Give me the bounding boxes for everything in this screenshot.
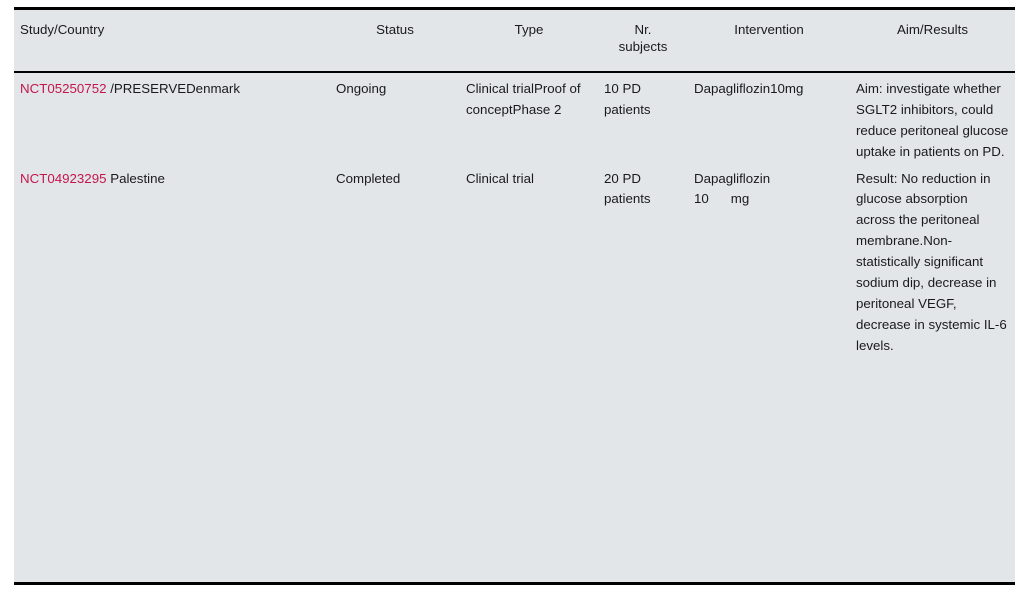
intervention-drug: Dapagliflozin xyxy=(694,170,771,186)
cell-nr-subjects: 20 PD patients xyxy=(604,170,651,207)
cell-type: Clinical trialProof of conceptPhase 2 xyxy=(466,81,581,117)
cell-study-country: NCT05250752 /PRESERVEDenmark xyxy=(14,72,330,163)
cell-study-country: NCT04923295 Palestine xyxy=(14,163,330,357)
cell-nr-subjects: 10 PD patients xyxy=(604,81,651,117)
column-header-nr-subjects-line2: subjects xyxy=(618,39,668,55)
column-header-study-country: Study/Country xyxy=(20,22,105,37)
table-row: NCT04923295 Palestine Completed Clinical… xyxy=(14,163,1015,357)
cell-aim-results: Result: No reduction in glucose absorpti… xyxy=(856,170,1007,353)
intervention-dose-unit: mg xyxy=(730,191,750,207)
cell-status: Ongoing xyxy=(336,81,387,97)
table-body: NCT05250752 /PRESERVEDenmark Ongoing Cli… xyxy=(14,72,1015,356)
study-country-text: /PRESERVEDenmark xyxy=(106,81,241,97)
cell-status: Completed xyxy=(336,170,401,186)
table-row: NCT05250752 /PRESERVEDenmark Ongoing Cli… xyxy=(14,72,1015,163)
nct-study-link[interactable]: NCT05250752 xyxy=(20,81,107,97)
column-header-nr-subjects: Nr. subjects xyxy=(598,10,688,72)
cell-intervention: Dapagliflozin 10 mg xyxy=(688,163,850,357)
cell-intervention: Dapagliflozin10mg xyxy=(694,81,804,97)
column-header-status: Status xyxy=(376,22,414,37)
table-header: Study/Country Status Type Nr. subjects I… xyxy=(14,10,1015,73)
nct-study-link[interactable]: NCT04923295 xyxy=(20,170,107,186)
intervention-dose-value: 10 xyxy=(694,191,709,207)
cell-aim-results: Aim: investigate whether SGLT2 inhibitor… xyxy=(856,81,1009,159)
column-header-type: Type xyxy=(514,22,544,37)
study-country-text: Palestine xyxy=(106,170,165,186)
clinical-studies-table: Study/Country Status Type Nr. subjects I… xyxy=(14,10,1015,356)
cell-type: Clinical trial xyxy=(466,170,534,186)
column-header-aim-results: Aim/Results xyxy=(897,22,968,37)
table-header-row: Study/Country Status Type Nr. subjects I… xyxy=(14,10,1015,73)
column-header-intervention: Intervention xyxy=(734,22,804,37)
column-header-nr-subjects-line1: Nr. xyxy=(634,22,652,37)
study-table-container: Study/Country Status Type Nr. subjects I… xyxy=(14,7,1015,585)
